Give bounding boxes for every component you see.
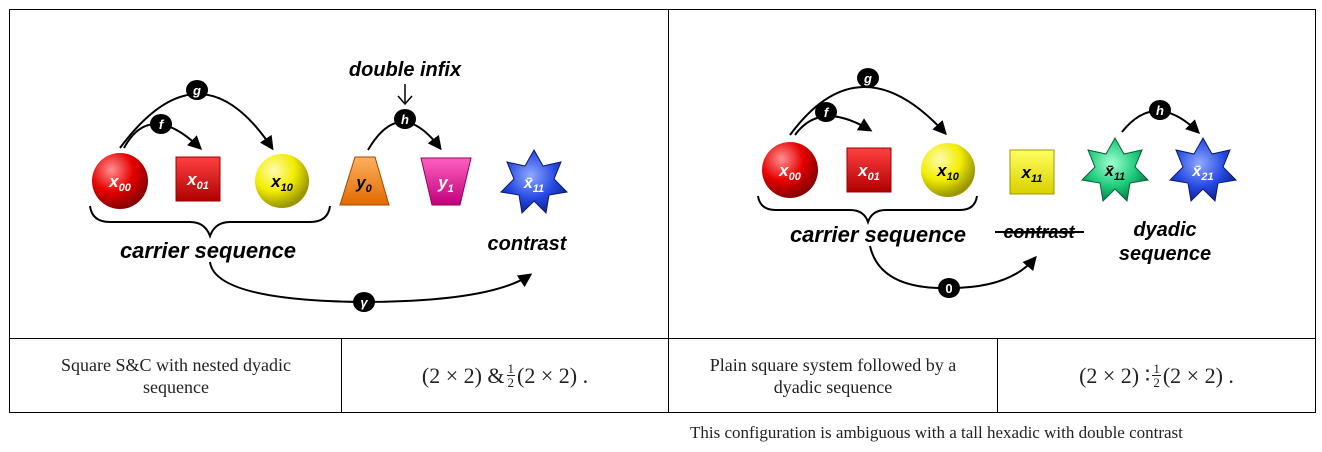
- left-formula-right: (2 × 2) .: [517, 362, 589, 388]
- label-h: h: [394, 109, 416, 129]
- svg-text:h: h: [1156, 103, 1164, 118]
- ambiguity-note: This configuration is ambiguous with a t…: [690, 423, 1183, 442]
- node-x01-square-right: x01: [846, 147, 892, 193]
- svg-text:f: f: [824, 105, 830, 120]
- svg-text:x00: x00: [778, 161, 802, 183]
- label-f: f: [150, 114, 172, 134]
- svg-text:x̄21: x̄21: [1191, 163, 1213, 183]
- svg-text:x01: x01: [857, 161, 880, 183]
- node-xbar11-star-right: x̄11: [1080, 136, 1150, 203]
- label-zero: 0: [938, 278, 960, 298]
- label-carrier-sequence-right: carrier sequence: [790, 222, 966, 247]
- label-contrast-left: contrast: [488, 233, 568, 255]
- svg-text:f: f: [159, 117, 165, 132]
- left-formula: (2 × 2) & 1 2 (2 × 2) .: [342, 340, 668, 411]
- svg-text:g: g: [863, 71, 872, 86]
- fraction-numerator: 1: [506, 361, 516, 376]
- right-formula-right: (2 × 2) .: [1162, 362, 1234, 388]
- carrier-brace-right: [757, 195, 978, 226]
- left-formula-fraction: 1 2: [506, 361, 516, 390]
- label-sequence-right: sequence: [1119, 243, 1211, 265]
- node-xbar11-star: x̄11: [499, 148, 569, 215]
- label-h-right: h: [1149, 100, 1171, 120]
- fraction-denominator: 2: [1153, 375, 1160, 390]
- right-caption: Plain square system followed by a dyadic…: [709, 354, 957, 397]
- right-formula-left: (2 × 2) ∶: [1079, 362, 1151, 388]
- label-double-infix: double infix: [349, 59, 462, 81]
- left-caption: Square S&C with nested dyadic sequence: [61, 354, 291, 397]
- carrier-brace: [89, 205, 331, 239]
- label-f-right: f: [815, 102, 837, 122]
- svg-text:g: g: [192, 83, 201, 98]
- left-formula-left: (2 × 2) &: [421, 362, 505, 388]
- svg-text:y0: y0: [355, 173, 372, 195]
- node-x10-sphere: x10: [255, 154, 309, 208]
- svg-text:0: 0: [945, 281, 952, 296]
- svg-text:x10: x10: [270, 172, 294, 194]
- node-y0-trapezoid: y0: [339, 156, 390, 206]
- node-x00-sphere-right: x00: [762, 142, 818, 198]
- double-infix-arrowhead: [397, 95, 413, 106]
- node-x11-square-right: x11: [1009, 149, 1055, 195]
- svg-text:x01: x01: [186, 170, 209, 192]
- label-gamma: γ: [353, 292, 375, 312]
- svg-text:x11: x11: [1021, 163, 1043, 185]
- svg-text:y1: y1: [437, 173, 454, 195]
- node-x10-sphere-right: x10: [921, 143, 975, 197]
- right-formula: (2 × 2) ∶ 1 2 (2 × 2) .: [998, 340, 1315, 411]
- node-x00-sphere: x00: [92, 153, 148, 209]
- right-formula-fraction: 1 2: [1152, 362, 1161, 389]
- node-xbar21-star-right: x̄21: [1168, 136, 1238, 203]
- diagram-canvas: g f h γ x00 x01 x10 y0 y1 x̄11 double in…: [89, 59, 1238, 312]
- node-x01-square: x01: [175, 156, 221, 202]
- label-carrier-sequence-left: carrier sequence: [120, 238, 296, 263]
- label-dyadic-right: dyadic: [1133, 219, 1196, 241]
- fraction-denominator: 2: [507, 375, 515, 390]
- svg-text:x̄11: x̄11: [1104, 163, 1125, 183]
- label-g-right: g: [857, 68, 879, 88]
- arc-g: [119, 93, 274, 151]
- svg-text:x10: x10: [936, 161, 960, 183]
- svg-text:γ: γ: [360, 295, 368, 310]
- svg-text:x̄11: x̄11: [523, 175, 544, 195]
- label-g: g: [186, 80, 208, 100]
- node-y1-inverted-trapezoid: y1: [420, 157, 472, 206]
- fraction-numerator: 1: [1152, 361, 1161, 376]
- svg-text:x00: x00: [108, 172, 132, 194]
- svg-text:h: h: [401, 112, 409, 127]
- right-formula-cell: [997, 338, 1316, 413]
